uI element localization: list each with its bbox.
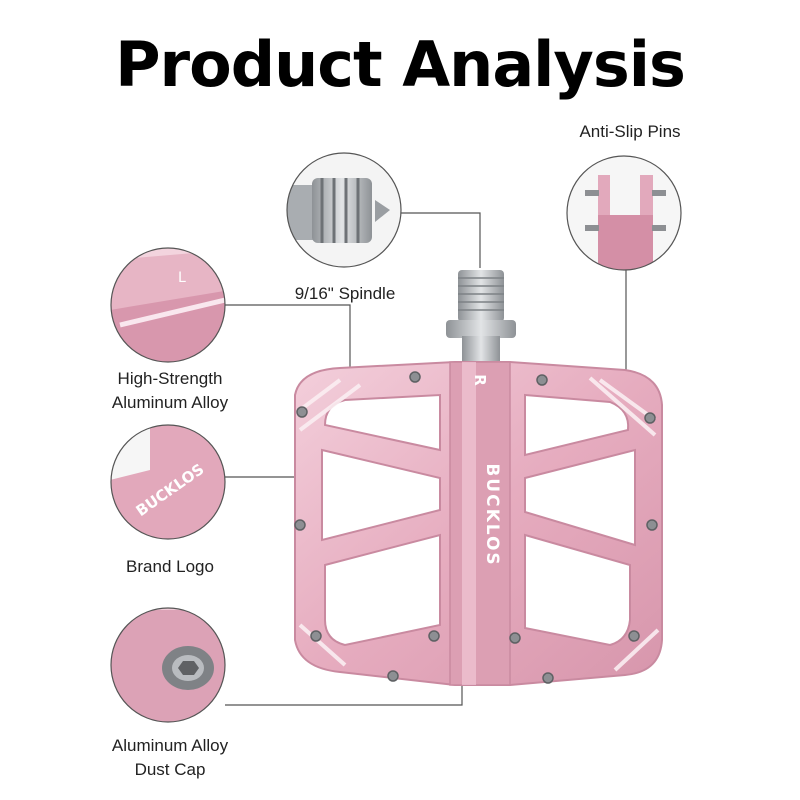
closeup-side-mark: L <box>178 270 186 286</box>
spindle-detail-icon <box>286 152 402 268</box>
pedal-body: R BUCKLOS <box>294 361 663 686</box>
spindle-label: 9/16" Spindle <box>294 284 396 303</box>
alloy-leader-line <box>225 304 351 380</box>
spindle-leader-line <box>400 212 481 268</box>
dust-cap-detail-icon <box>110 607 226 723</box>
pedal-brand-logo: BUCKLOS <box>482 463 502 566</box>
pedal-side-mark: R <box>471 374 489 386</box>
pedal-spindle <box>446 270 516 366</box>
alloy-label: High-Strength Aluminum Alloy <box>111 369 229 412</box>
dust-cap-label: Aluminum Alloy Dust Cap <box>111 736 229 779</box>
page-title: Product Analysis <box>115 28 686 101</box>
brand-logo-label: Brand Logo <box>126 557 214 576</box>
anti-slip-pins <box>294 371 658 684</box>
anti-slip-pins-label: Anti-Slip Pins <box>579 122 681 141</box>
brand-logo-detail-icon: BUCKLOS <box>110 424 226 540</box>
anti-slip-pins-detail-icon <box>566 155 682 271</box>
alloy-body-detail-icon: L <box>110 247 226 363</box>
